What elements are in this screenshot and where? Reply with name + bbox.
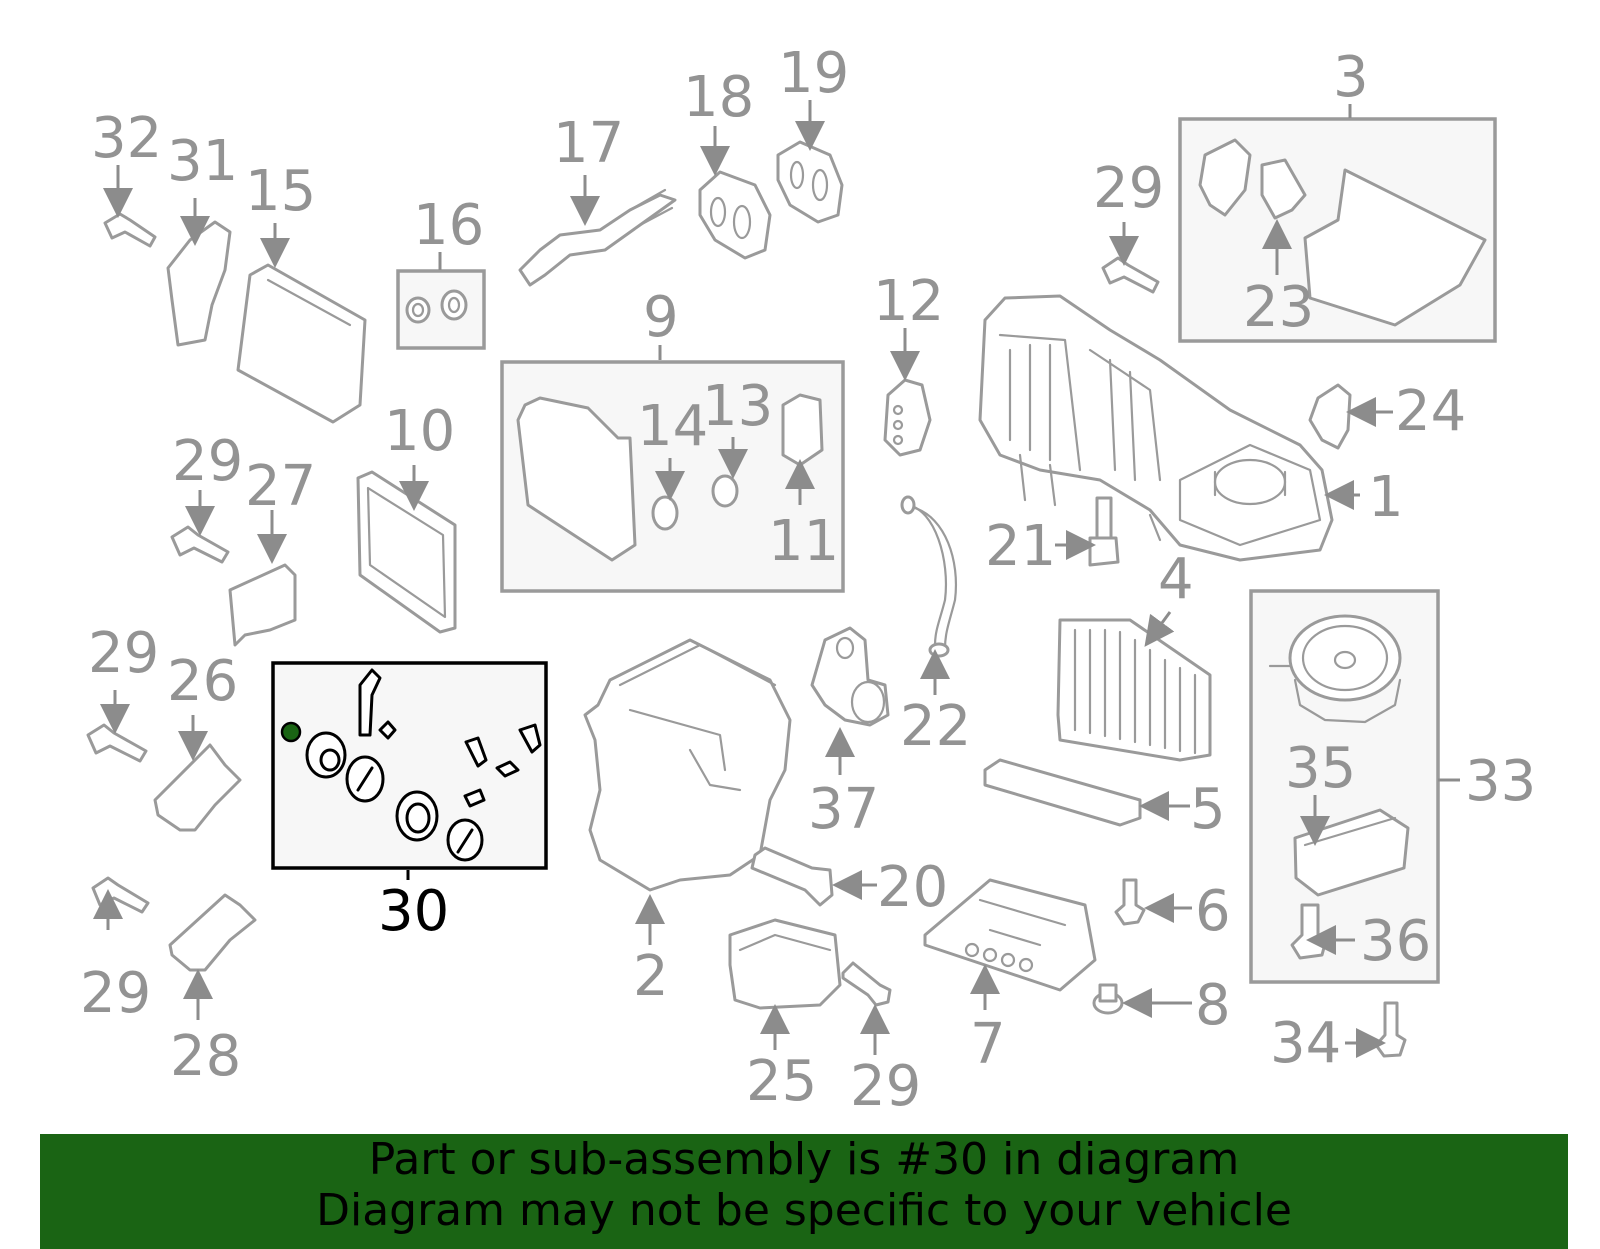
- part-1-hvac-case[interactable]: [978, 294, 1334, 562]
- callout-25[interactable]: 25: [746, 1049, 817, 1114]
- part-33-blower-motor[interactable]: [1268, 614, 1402, 724]
- part-6-screw[interactable]: [1114, 878, 1146, 926]
- part-34-screw[interactable]: [1374, 1001, 1407, 1058]
- part-8-grommet[interactable]: [1092, 983, 1124, 1015]
- callout-10[interactable]: 10: [384, 399, 455, 464]
- part-37-actuator[interactable]: [810, 626, 890, 727]
- callout-35[interactable]: 35: [1285, 736, 1356, 801]
- callout-33[interactable]: 33: [1465, 749, 1536, 814]
- part-24-bracket[interactable]: [1308, 383, 1352, 450]
- part-3-case-panel[interactable]: [1303, 168, 1487, 327]
- callout-29d[interactable]: 29: [80, 961, 151, 1026]
- part-18-gasket[interactable]: [698, 170, 772, 260]
- callout-37[interactable]: 37: [808, 777, 879, 842]
- callout-29a[interactable]: 29: [1093, 156, 1164, 221]
- callout-31[interactable]: 31: [167, 129, 238, 194]
- part-29-bolt-b[interactable]: [170, 525, 230, 564]
- callout-22[interactable]: 22: [900, 694, 971, 759]
- part-23-seal[interactable]: [1260, 158, 1307, 220]
- callout-29b[interactable]: 29: [172, 429, 243, 494]
- callout-30[interactable]: 30: [378, 879, 449, 944]
- callout-8[interactable]: 8: [1195, 973, 1231, 1038]
- part-25-control-module[interactable]: [728, 918, 842, 1010]
- part-29-bolt-a[interactable]: [1101, 256, 1160, 294]
- callout-14[interactable]: 14: [637, 394, 708, 459]
- callout-15[interactable]: 15: [245, 159, 316, 224]
- callout-20[interactable]: 20: [877, 855, 948, 920]
- part-11-seal[interactable]: [781, 393, 824, 467]
- part-21-sensor[interactable]: [1088, 496, 1120, 567]
- banner-line-2: Diagram may not be specific to your vehi…: [316, 1185, 1292, 1236]
- callout-labels: 1 2 3 4 5 6 7 8 9 10 11 12 13 14 15 16 1…: [80, 41, 1536, 1119]
- callout-29e[interactable]: 29: [850, 1054, 921, 1119]
- callout-32[interactable]: 32: [91, 106, 162, 171]
- leader-lines: [93, 100, 1460, 1058]
- callout-34[interactable]: 34: [1270, 1011, 1341, 1076]
- part-16-seal-kit[interactable]: [405, 289, 468, 324]
- part-29-bolt-e[interactable]: [841, 961, 892, 1007]
- part-9-heater-core[interactable]: [516, 396, 637, 562]
- callout-2[interactable]: 2: [633, 944, 669, 1009]
- callout-18[interactable]: 18: [683, 65, 754, 130]
- callout-19[interactable]: 19: [778, 41, 849, 106]
- part-13-o-ring[interactable]: [711, 474, 739, 508]
- part-30-blower-kit[interactable]: [280, 668, 542, 862]
- part-15-evaporator[interactable]: [236, 263, 367, 424]
- part-7-tray[interactable]: [923, 878, 1097, 992]
- callout-6[interactable]: 6: [1195, 879, 1231, 944]
- banner-line-1: Part or sub-assembly is #30 in diagram: [368, 1134, 1240, 1185]
- callout-29c[interactable]: 29: [88, 621, 159, 686]
- callout-16[interactable]: 16: [413, 193, 484, 258]
- callout-4[interactable]: 4: [1158, 547, 1194, 612]
- callout-21[interactable]: 21: [985, 514, 1056, 579]
- part-29-bolt-d[interactable]: [91, 876, 150, 914]
- part-27-bracket[interactable]: [228, 563, 297, 647]
- part-14-o-ring[interactable]: [651, 495, 679, 531]
- callout-7[interactable]: 7: [970, 1012, 1006, 1077]
- part-20-sensor[interactable]: [750, 846, 834, 907]
- part-19-gasket[interactable]: [776, 140, 844, 224]
- callout-26[interactable]: 26: [167, 649, 238, 714]
- part-2-lower-case[interactable]: [583, 638, 792, 892]
- part-17-tube-assembly[interactable]: [518, 188, 677, 287]
- part-32-bolt[interactable]: [103, 212, 157, 248]
- callout-12[interactable]: 12: [873, 269, 944, 334]
- callout-5[interactable]: 5: [1190, 777, 1226, 842]
- part-5-support-bar[interactable]: [983, 758, 1142, 827]
- callout-17[interactable]: 17: [553, 111, 624, 176]
- part-28-bracket[interactable]: [168, 893, 257, 972]
- part-26-bracket[interactable]: [153, 743, 242, 832]
- highlight-grommet: [280, 721, 302, 743]
- callout-3[interactable]: 3: [1333, 45, 1369, 110]
- callout-36[interactable]: 36: [1360, 909, 1431, 974]
- info-banner: Part or sub-assembly is #30 in diagram D…: [40, 1134, 1568, 1249]
- part-4-cabin-filter[interactable]: [1056, 618, 1212, 762]
- part-3-bracket[interactable]: [1198, 138, 1252, 217]
- callout-11[interactable]: 11: [768, 509, 839, 574]
- callout-24[interactable]: 24: [1395, 379, 1466, 444]
- part-22-drain-hose[interactable]: [900, 495, 957, 658]
- callout-9[interactable]: 9: [643, 285, 679, 350]
- callout-23[interactable]: 23: [1243, 275, 1314, 340]
- part-12-sensor[interactable]: [883, 378, 932, 457]
- part-29-bolt-c[interactable]: [86, 723, 148, 763]
- part-10-filter-frame[interactable]: [356, 470, 457, 634]
- callout-28[interactable]: 28: [170, 1024, 241, 1089]
- callout-27[interactable]: 27: [245, 454, 316, 519]
- callout-1[interactable]: 1: [1368, 465, 1404, 530]
- part-31-bracket[interactable]: [166, 220, 232, 347]
- callout-13[interactable]: 13: [702, 374, 773, 439]
